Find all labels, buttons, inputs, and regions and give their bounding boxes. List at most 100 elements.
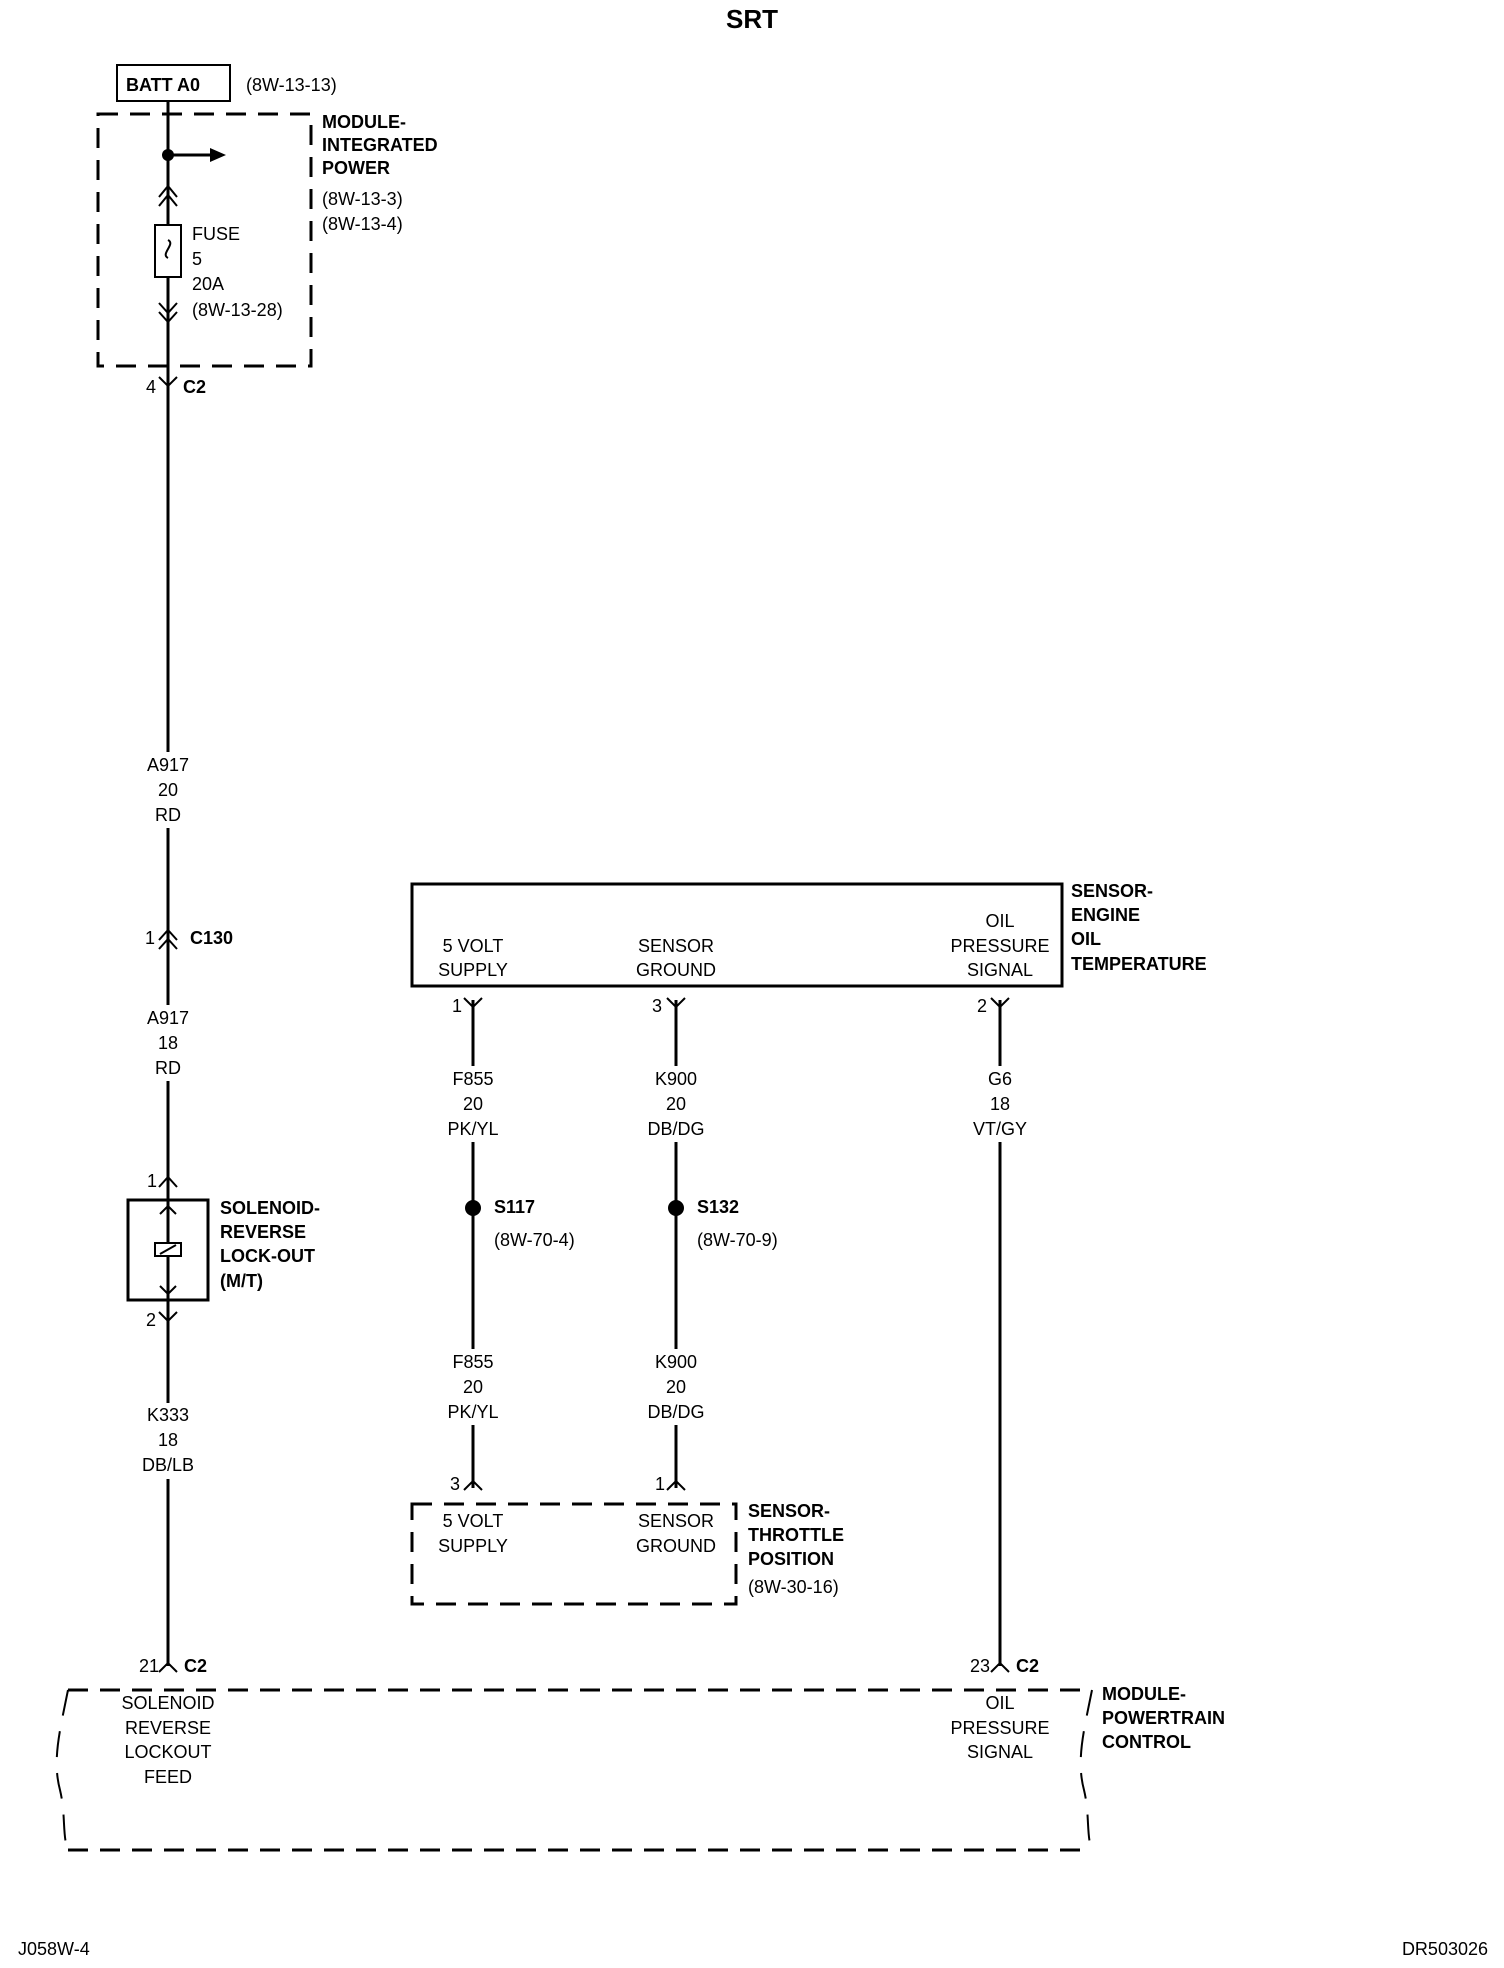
- svg-text:20: 20: [158, 780, 178, 800]
- svg-text:SOLENOID: SOLENOID: [121, 1693, 214, 1713]
- svg-text:RD: RD: [155, 805, 181, 825]
- pcm-c2-pin21-name: C2: [184, 1656, 207, 1676]
- pcm-c2-pin23-pin: 23: [970, 1656, 990, 1676]
- svg-text:POWER: POWER: [322, 158, 390, 178]
- svg-text:DB/LB: DB/LB: [142, 1455, 194, 1475]
- svg-text:K900: K900: [655, 1069, 697, 1089]
- connector-c2-pin4-name: C2: [183, 377, 206, 397]
- ipm-box: [96, 112, 313, 368]
- svg-text:CONTROL: CONTROL: [1102, 1732, 1191, 1752]
- page-title: SRT: [726, 4, 778, 34]
- wire-a917-lower-label: A917 18 RD: [147, 1008, 189, 1078]
- tps-sensor-name: SENSOR- THROTTLE POSITION: [748, 1501, 844, 1569]
- batt-ref: (8W-13-13): [246, 75, 337, 95]
- svg-text:PK/YL: PK/YL: [447, 1402, 498, 1422]
- svg-text:(8W-13-28): (8W-13-28): [192, 300, 283, 320]
- tps-term-ground: SENSOR GROUND: [636, 1511, 716, 1556]
- svg-text:SENSOR: SENSOR: [638, 936, 714, 956]
- svg-text:GROUND: GROUND: [636, 960, 716, 980]
- connector-c130-icon: [158, 928, 178, 950]
- svg-text:FEED: FEED: [144, 1767, 192, 1787]
- ipm-refs: (8W-13-3) (8W-13-4): [322, 189, 403, 234]
- svg-text:MODULE-: MODULE-: [322, 112, 406, 132]
- svg-text:TEMPERATURE: TEMPERATURE: [1071, 954, 1207, 974]
- tps-sensor-ref: (8W-30-16): [748, 1577, 839, 1597]
- pcm-c2-pin21-icon: [158, 1661, 178, 1673]
- ipm-bus-arrow-icon: [210, 148, 226, 162]
- pcm-c2-pin23-name: C2: [1016, 1656, 1039, 1676]
- fuse-upper-chevron-icon: [158, 184, 178, 207]
- eot-pin1: 1: [452, 996, 462, 1016]
- pcm-name: MODULE- POWERTRAIN CONTROL: [1102, 1684, 1225, 1752]
- solenoid-arrow-up-icon: [159, 1204, 177, 1215]
- tps-term-5v: 5 VOLT SUPPLY: [438, 1511, 508, 1556]
- splice-s132-dot: [668, 1200, 684, 1216]
- svg-text:K333: K333: [147, 1405, 189, 1425]
- wire-k333-label: K333 18 DB/LB: [142, 1405, 194, 1475]
- eot-term-ground: SENSOR GROUND: [636, 936, 716, 980]
- solenoid-pin2: 2: [146, 1310, 156, 1330]
- svg-text:20: 20: [666, 1377, 686, 1397]
- svg-text:REVERSE: REVERSE: [220, 1222, 306, 1242]
- svg-text:SUPPLY: SUPPLY: [438, 960, 508, 980]
- svg-text:A917: A917: [147, 1008, 189, 1028]
- svg-text:SENSOR: SENSOR: [638, 1511, 714, 1531]
- svg-text:POSITION: POSITION: [748, 1549, 834, 1569]
- svg-text:LOCK-OUT: LOCK-OUT: [220, 1246, 315, 1266]
- eot-sensor-name: SENSOR- ENGINE OIL TEMPERATURE: [1071, 881, 1207, 974]
- footer-left-code: J058W-4: [18, 1939, 90, 1959]
- wire-g6-label: G6 18 VT/GY: [973, 1069, 1027, 1139]
- svg-text:SENSOR-: SENSOR-: [1071, 881, 1153, 901]
- pcm-term-right: OIL PRESSURE SIGNAL: [950, 1693, 1049, 1762]
- wire-f855-lower-label: F855 20 PK/YL: [447, 1352, 498, 1422]
- svg-text:VT/GY: VT/GY: [973, 1119, 1027, 1139]
- svg-text:OIL: OIL: [985, 1693, 1014, 1713]
- batt-label: BATT A0: [126, 75, 200, 95]
- svg-text:SOLENOID-: SOLENOID-: [220, 1198, 320, 1218]
- connector-c130-pin: 1: [145, 928, 155, 948]
- svg-text:MODULE-: MODULE-: [1102, 1684, 1186, 1704]
- solenoid-pin1-icon: [158, 1175, 178, 1188]
- solenoid-pin1: 1: [147, 1171, 157, 1191]
- svg-text:LOCKOUT: LOCKOUT: [124, 1742, 211, 1762]
- fuse-lower-chevron-icon: [158, 302, 178, 324]
- svg-text:DB/DG: DB/DG: [647, 1402, 704, 1422]
- svg-text:OIL: OIL: [1071, 929, 1101, 949]
- svg-text:PK/YL: PK/YL: [447, 1119, 498, 1139]
- svg-text:F855: F855: [452, 1069, 493, 1089]
- footer-right-code: DR503026: [1402, 1939, 1488, 1959]
- svg-text:K900: K900: [655, 1352, 697, 1372]
- tps-pin3: 3: [450, 1474, 460, 1494]
- wire-k900-lower-label: K900 20 DB/DG: [647, 1352, 704, 1422]
- eot-term-signal: OIL PRESSURE SIGNAL: [950, 911, 1049, 980]
- eot-sensor-box: [410, 882, 1064, 988]
- svg-text:20: 20: [666, 1094, 686, 1114]
- svg-text:20: 20: [463, 1094, 483, 1114]
- connector-c2-pin4-pin: 4: [146, 377, 156, 397]
- svg-text:5 VOLT: 5 VOLT: [443, 936, 504, 956]
- svg-text:INTEGRATED: INTEGRATED: [322, 135, 438, 155]
- splice-s117-ref: (8W-70-4): [494, 1230, 575, 1250]
- wire-f855-upper-label: F855 20 PK/YL: [447, 1069, 498, 1139]
- fuse-label: FUSE 5 20A (8W-13-28): [192, 224, 283, 320]
- fuse-element-icon: [164, 239, 172, 259]
- svg-text:SIGNAL: SIGNAL: [967, 960, 1033, 980]
- svg-text:A917: A917: [147, 755, 189, 775]
- pcm-c2-pin21-pin: 21: [139, 1656, 159, 1676]
- splice-s132-name: S132: [697, 1197, 739, 1217]
- tps-pin1: 1: [655, 1474, 665, 1494]
- svg-text:POWERTRAIN: POWERTRAIN: [1102, 1708, 1225, 1728]
- splice-s132-ref: (8W-70-9): [697, 1230, 778, 1250]
- svg-text:5 VOLT: 5 VOLT: [443, 1511, 504, 1531]
- svg-text:DB/DG: DB/DG: [647, 1119, 704, 1139]
- tps-pin3-icon: [463, 1479, 483, 1491]
- solenoid-pin2-icon: [158, 1311, 178, 1323]
- svg-text:GROUND: GROUND: [636, 1536, 716, 1556]
- svg-text:SENSOR-: SENSOR-: [748, 1501, 830, 1521]
- pcm-c2-pin23-icon: [990, 1661, 1010, 1673]
- svg-text:G6: G6: [988, 1069, 1012, 1089]
- connector-c130-name: C130: [190, 928, 233, 948]
- svg-text:FUSE: FUSE: [192, 224, 240, 244]
- tps-pin1-icon: [666, 1479, 686, 1491]
